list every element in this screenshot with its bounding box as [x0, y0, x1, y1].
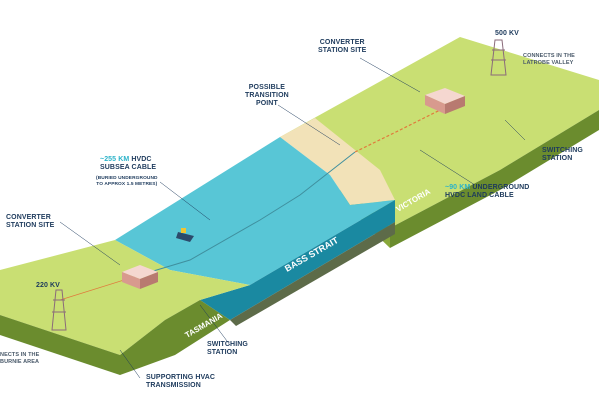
label-land-cable: ~90 KM UNDERGROUND HVDC LAND CABLE — [445, 184, 529, 200]
label-switching-vic: SWITCHING STATION — [542, 147, 583, 162]
label-latrobe: CONNECTS IN THE LATROBE VALLEY — [523, 53, 575, 66]
label-subsea-note: (BURIED UNDERGROUND TO APPROX 1.5 METRES… — [96, 176, 158, 187]
land-distance: ~90 KM — [445, 184, 471, 191]
label-500kv: 500 kV — [495, 30, 519, 37]
ship — [176, 228, 194, 242]
pylon-tas — [51, 289, 67, 331]
label-hvac: SUPPORTING HVAC TRANSMISSION — [146, 374, 216, 389]
land-description: UNDERGROUND HVDC LAND CABLE — [445, 184, 530, 199]
label-switching-tas: SWITCHING STATION — [207, 341, 248, 356]
subsea-cable — [139, 151, 356, 276]
sea-section — [200, 200, 395, 320]
label-burnie: NECTS IN THE BURNIE AREA — [0, 352, 40, 365]
tasmania-land — [0, 240, 250, 355]
victoria-land-side — [390, 110, 599, 248]
land-cable — [354, 109, 441, 153]
beach — [280, 118, 395, 205]
label-transition: POSSIBLE TRANSITION POINT — [245, 84, 289, 107]
sea — [115, 137, 395, 285]
subsea-description: HVDC SUBSEA CABLE — [100, 156, 157, 171]
subsea-distance: ~255 KM — [100, 156, 130, 163]
leader-lines — [59, 57, 526, 379]
label-converter-station-tas: CONVERTER STATION SITE — [6, 214, 55, 229]
converter-station-tas — [122, 265, 158, 289]
pylon-vic — [490, 39, 507, 76]
label-220kv: 220 kV — [36, 282, 60, 289]
label-converter-station-vic: CONVERTER STATION SITE — [318, 39, 367, 54]
tasmania-front — [0, 300, 230, 375]
sea-bed — [230, 222, 395, 326]
label-subsea-cable: ~255 KM HVDC SUBSEA CABLE — [100, 156, 156, 172]
converter-station-vic — [425, 88, 465, 114]
